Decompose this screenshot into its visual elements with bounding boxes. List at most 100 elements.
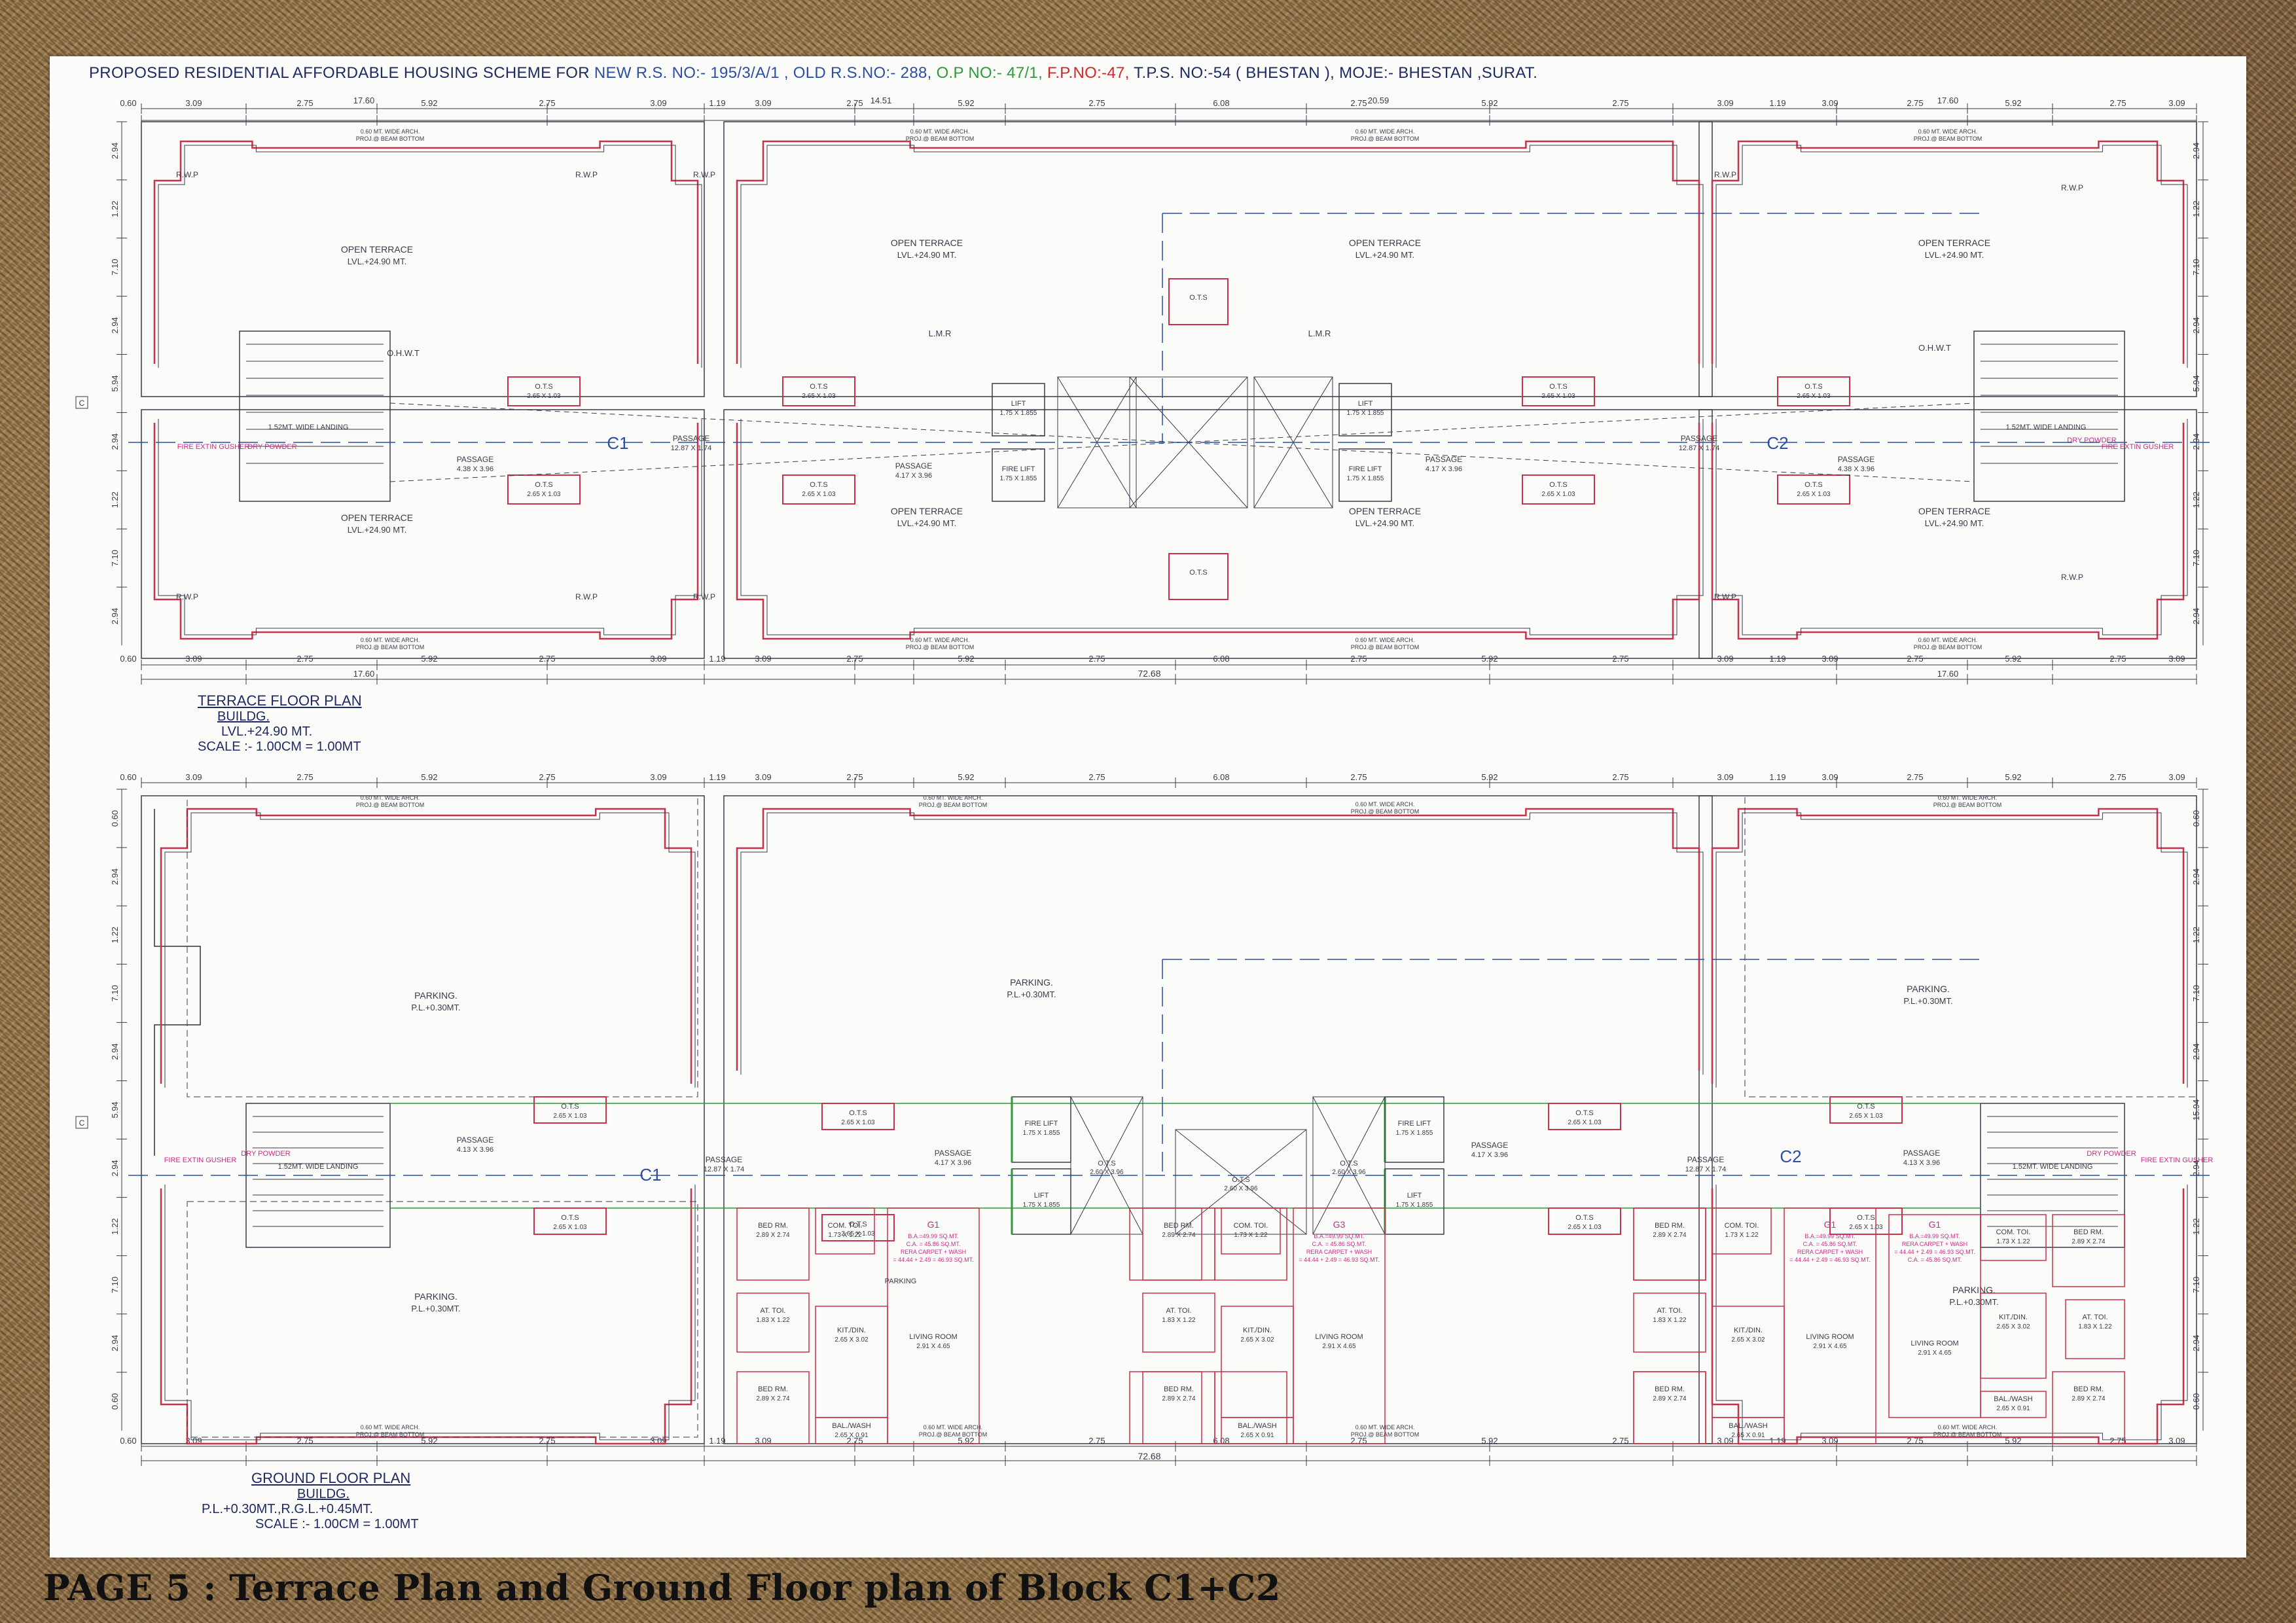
terrace-mid-upper-parapet <box>736 140 1700 364</box>
dim-label: 2.94 <box>110 608 120 624</box>
terrace-plan-label: TERRACE FLOOR PLAN BUILDG. LVL.+24.90 MT… <box>198 692 362 755</box>
parking-level: P.L.+0.30MT. <box>411 1003 460 1012</box>
arch-note: 0.60 MT. WIDE ARCH. <box>1355 1424 1415 1431</box>
living-size: 2.91 X 4.65 <box>1322 1343 1356 1350</box>
arch-note: PROJ.@ BEAM BOTTOM <box>356 802 424 808</box>
terrace-right-upper-parapet <box>1711 140 2185 364</box>
dim-label: 1.19 <box>1769 772 1785 782</box>
open-terrace-label: OPEN TERRACE <box>1349 506 1421 516</box>
dry-powder-label: DRY POWDER <box>247 443 296 451</box>
at-toilet-label: AT. TOI. <box>1657 1307 1682 1315</box>
dim-label: 3.09 <box>2168 772 2185 782</box>
passage-size: 12.87 X 1.74 <box>704 1166 744 1173</box>
ground-plan-title: GROUND FLOOR PLAN <box>251 1470 411 1486</box>
dim-label: 2.94 <box>110 433 120 450</box>
lift-shaft <box>1338 383 1392 437</box>
common-toilet <box>815 1207 875 1255</box>
passage-size: 12.87 X 1.74 <box>1679 444 1719 452</box>
grid-marker <box>75 1116 88 1129</box>
open-terrace-label: OPEN TERRACE <box>891 238 963 248</box>
ground-left-lower-parapet-inner <box>164 1185 696 1440</box>
attached-toilet <box>1633 1293 1706 1353</box>
dim-label: 2.75 <box>846 772 863 782</box>
ots-label: O.T.S <box>535 481 553 489</box>
void-cross <box>1175 1129 1307 1235</box>
terrace-level-label: LVL.+24.90 MT. <box>1355 518 1414 528</box>
dim-label: 5.94 <box>110 1101 120 1118</box>
terrace-right-lower-parapet <box>1711 423 2185 640</box>
bed-room-label: BED RM. <box>1164 1222 1194 1230</box>
void-cross <box>1070 1096 1143 1235</box>
dim-label: 5.92 <box>1481 98 1498 108</box>
kitchen-size: 2.65 X 3.02 <box>1996 1323 2030 1330</box>
arch-note: 0.60 MT. WIDE ARCH. <box>1355 637 1415 643</box>
parking-label: PARKING. <box>414 1291 457 1302</box>
dim-label: 2.75 <box>1907 98 1923 108</box>
passage-size: 4.13 X 3.96 <box>457 1146 493 1154</box>
bed-room-size: 2.89 X 2.74 <box>1653 1395 1687 1402</box>
dim-label: 2.75 <box>1612 772 1628 782</box>
dim-label: 6.08 <box>1213 772 1229 782</box>
arch-note: PROJ.@ BEAM BOTTOM <box>1351 1431 1419 1438</box>
lift-size: 1.75 X 1.855 <box>1000 410 1037 417</box>
ground-scale: SCALE :- 1.00CM = 1.00MT <box>255 1517 419 1531</box>
ots-label: O.T.S <box>535 383 553 391</box>
rwp-label: R.W.P <box>1714 592 1736 601</box>
living-size: 2.91 X 4.65 <box>1813 1343 1847 1350</box>
bed-room <box>1214 1207 1287 1281</box>
terrace-left-upper-parapet-inner <box>158 145 702 368</box>
parking-label: PARKING. <box>1952 1285 1996 1295</box>
open-terrace-label: OPEN TERRACE <box>1918 238 1990 248</box>
kitchen-label: KIT./DIN. <box>1999 1313 2028 1321</box>
balcony-label: BAL./WASH <box>1994 1395 2033 1403</box>
passage-size: 4.38 X 3.96 <box>457 465 493 473</box>
living-label: LIVING ROOM <box>1910 1340 1958 1347</box>
living-room <box>1293 1207 1386 1444</box>
bed-room <box>1633 1207 1706 1281</box>
unit-rera-calc: = 44.44 + 2.49 = 46.93 SQ.MT. <box>1299 1257 1379 1263</box>
dim-label: 5.92 <box>2005 98 2021 108</box>
at-toilet-label: AT. TOI. <box>2082 1313 2108 1321</box>
terrace-level-label: LVL.+24.90 MT. <box>1355 250 1414 260</box>
parking-label: PARKING. <box>1010 977 1053 988</box>
terrace-left-upper-parapet <box>153 140 699 364</box>
common-toilet <box>1712 1207 1772 1255</box>
balcony-label: BAL./WASH <box>1238 1422 1277 1430</box>
unit-rera-calc: = 44.44 + 2.49 = 46.93 SQ.MT. <box>893 1257 973 1263</box>
unit-ca: C.A. = 45.86 SQ.MT. <box>1803 1241 1857 1247</box>
dim-label: 7.10 <box>110 550 120 566</box>
ots-shaft <box>1548 1207 1621 1235</box>
passage-label: PASSAGE <box>1681 434 1717 443</box>
unit-label: G1 <box>1824 1219 1837 1230</box>
rwp-label: R.W.P <box>575 592 598 601</box>
ground-right-lower-parapet-inner <box>1715 1185 2188 1440</box>
arch-note: PROJ.@ BEAM BOTTOM <box>356 644 424 651</box>
ground-level: P.L.+0.30MT.,R.G.L.+0.45MT. <box>202 1502 373 1516</box>
ots-void <box>1175 1129 1307 1235</box>
landing-label: 1.52MT. WIDE LANDING <box>2013 1163 2093 1171</box>
com-toilet-size: 1.73 X 1.22 <box>1234 1232 1268 1239</box>
dim-label: 5.92 <box>421 98 437 108</box>
kitchen-size: 2.65 X 3.02 <box>1731 1336 1765 1344</box>
landing-label: 1.52MT. WIDE LANDING <box>268 423 349 431</box>
terrace-mid-lower-parapet <box>736 423 1700 640</box>
unit-ca: C.A. = 45.86 SQ.MT. <box>1312 1241 1367 1247</box>
dim-label: 2.75 <box>846 98 863 108</box>
dim-label: 5.92 <box>958 772 974 782</box>
arch-note: 0.60 MT. WIDE ARCH. <box>924 794 983 801</box>
living-room <box>887 1207 980 1444</box>
ots-shaft <box>821 1214 895 1241</box>
ots-shaft <box>821 1103 895 1130</box>
ots-shaft <box>1522 474 1595 505</box>
dim-label: 0.60 <box>120 1436 136 1446</box>
ots-shaft <box>1829 1096 1903 1124</box>
bed-room-label: BED RM. <box>758 1222 788 1230</box>
ots-size: 2.65 X 1.03 <box>527 491 561 498</box>
com-toilet-label: COM. TOI. <box>828 1222 863 1230</box>
lift-shaft <box>992 383 1045 437</box>
dim-label: 3.09 <box>2168 98 2185 108</box>
ots-size: 2.65 X 1.03 <box>553 1224 587 1231</box>
ground-dashed-bound <box>1744 795 2197 1097</box>
dim-label: 5.92 <box>958 98 974 108</box>
